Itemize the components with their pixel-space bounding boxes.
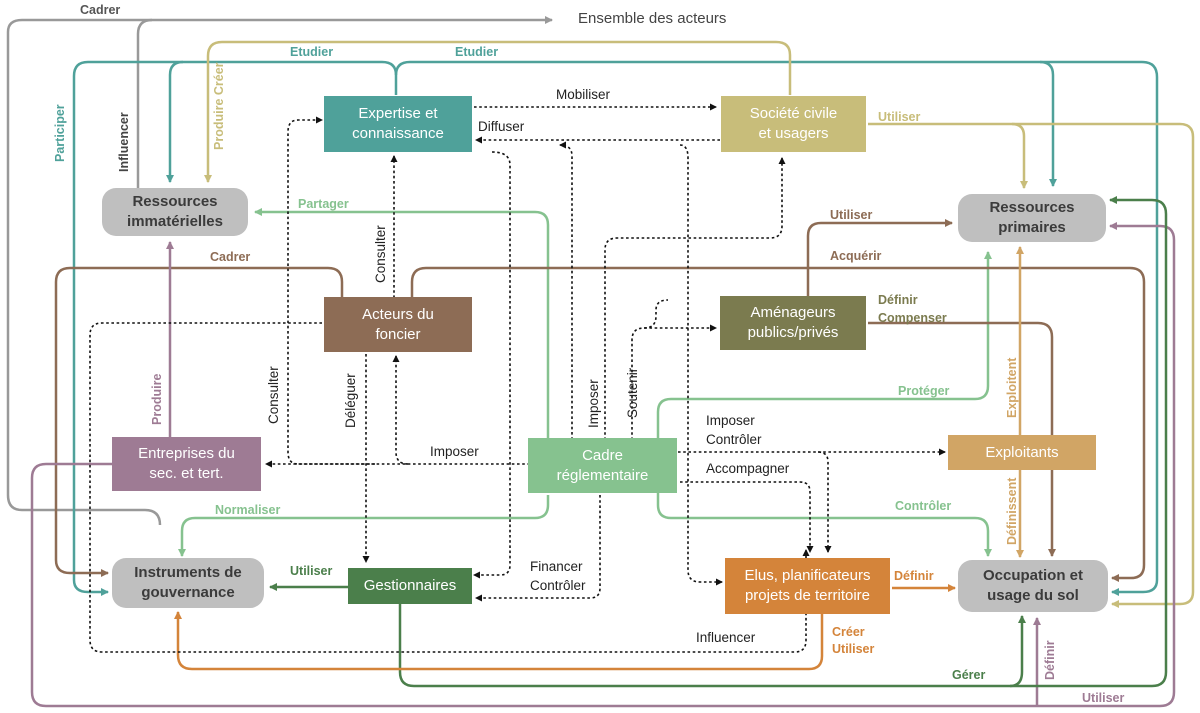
edge-etudier-left bbox=[166, 60, 398, 183]
label-cadrer-mid: Cadrer bbox=[210, 250, 251, 264]
edge-utiliser-societe-right bbox=[1012, 122, 1195, 608]
edge-soutenir bbox=[631, 324, 717, 440]
label-imposer-controler: Imposer Contrôler bbox=[706, 413, 762, 447]
edge-produire-creer bbox=[204, 40, 792, 183]
label-definir-v: Définir bbox=[1043, 640, 1057, 680]
label-consulter-1: Consulter bbox=[373, 225, 388, 283]
edge-imposer-controler bbox=[678, 451, 832, 553]
label-utiliser-top: Utiliser bbox=[878, 110, 921, 124]
edge-consulter-2 bbox=[287, 116, 375, 465]
node-amenageurs[interactable]: Aménageurs publics/privés bbox=[720, 296, 866, 350]
label-utiliser-am: Utiliser bbox=[830, 208, 873, 222]
edge-normaliser bbox=[178, 495, 550, 557]
label-exploitent: Exploitent bbox=[1005, 357, 1019, 418]
edge-teal-right bbox=[1040, 60, 1159, 596]
label-consulter-2: Consulter bbox=[266, 366, 281, 424]
label-accompagner: Accompagner bbox=[706, 461, 790, 476]
node-ressources-primaires[interactable]: Ressources primaires bbox=[958, 194, 1106, 242]
edge-influencer-ressources-imm bbox=[136, 18, 153, 190]
label-proteger: Protéger bbox=[898, 384, 950, 398]
node-exploitants[interactable]: Exploitants bbox=[948, 435, 1096, 470]
label-deleguer: Déléguer bbox=[343, 373, 358, 428]
node-cadre-reglementaire[interactable]: Cadre réglementaire bbox=[528, 438, 677, 493]
edge-participer bbox=[72, 60, 183, 596]
node-entreprises[interactable]: Entreprises du sec. et tert. bbox=[112, 437, 261, 491]
edge-imposer-foncier bbox=[392, 355, 409, 465]
edge-gerer-right bbox=[1010, 196, 1168, 688]
label-utiliser-bottom: Utiliser bbox=[1082, 691, 1125, 705]
edge-soutenir-2 bbox=[643, 299, 669, 329]
edge-utiliser-bottom bbox=[30, 222, 1176, 708]
label-ensemble-acteurs: Ensemble des acteurs bbox=[578, 10, 727, 27]
edge-partager bbox=[254, 208, 550, 445]
label-normaliser: Normaliser bbox=[215, 503, 281, 517]
edge-accompagner bbox=[680, 481, 814, 553]
label-definissent: Définissent bbox=[1005, 477, 1019, 545]
edge-utiliser-societe bbox=[868, 122, 1028, 189]
label-imposer-v: Imposer bbox=[586, 379, 601, 428]
edge-utiliser-am bbox=[806, 219, 953, 296]
label-definir-elus: Définir bbox=[894, 569, 934, 583]
label-diffuser: Diffuser bbox=[478, 119, 525, 134]
label-gerer: Gérer bbox=[952, 668, 986, 682]
label-participer: Participer bbox=[53, 104, 67, 162]
label-produire-v: Produire bbox=[150, 373, 164, 425]
node-occupation-usage[interactable]: Occupation et usage du sol bbox=[958, 560, 1108, 612]
label-influencer-v: Influencer bbox=[117, 112, 131, 172]
label-etudier-1: Etudier bbox=[290, 45, 334, 59]
label-utiliser-gest: Utiliser bbox=[290, 564, 333, 578]
label-definir: Définir bbox=[878, 293, 918, 307]
label-etudier-2: Etudier bbox=[455, 45, 499, 59]
edge-cadre-to-expertise bbox=[559, 141, 573, 445]
edge-imposer-v bbox=[604, 157, 786, 440]
label-soutenir: Soutenir bbox=[625, 367, 640, 418]
edge-dotted-to-elus bbox=[679, 144, 723, 586]
edge-definir-compenser bbox=[868, 321, 1056, 557]
label-produire-creer: Produire Créer bbox=[212, 62, 226, 150]
node-instruments-gouvernance[interactable]: Instruments de gouvernance bbox=[112, 558, 264, 608]
node-societe-civile[interactable]: Société civile et usagers bbox=[721, 96, 866, 152]
label-compenser: Compenser bbox=[878, 311, 947, 325]
label-influencer-h: Influencer bbox=[696, 630, 756, 645]
edge-gerer bbox=[398, 604, 1026, 688]
label-creer-utiliser: Créer Utiliser bbox=[832, 625, 875, 656]
label-financer-controler: Financer Contrôler bbox=[530, 559, 586, 593]
node-elus[interactable]: Elus, planificateurs projets de territoi… bbox=[725, 558, 890, 614]
label-imposer-h: Imposer bbox=[430, 444, 479, 459]
label-cadrer-top: Cadrer bbox=[80, 3, 121, 17]
label-controler: Contrôler bbox=[895, 499, 952, 513]
label-acquerir: Acquérir bbox=[830, 249, 882, 263]
label-mobiliser: Mobiliser bbox=[556, 87, 611, 102]
edge-foncier-left bbox=[89, 322, 810, 653]
edge-financer-controler bbox=[475, 495, 601, 602]
edge-creer-utiliser bbox=[174, 611, 824, 671]
edge-cadrer-ensemble bbox=[6, 16, 553, 526]
node-acteurs-foncier[interactable]: Acteurs du foncier bbox=[324, 297, 472, 352]
edge-diffuser-to-gestionnaires bbox=[473, 151, 511, 579]
label-partager: Partager bbox=[298, 197, 349, 211]
edge-proteger bbox=[656, 251, 992, 440]
node-ressources-immaterielles[interactable]: Ressources immatérielles bbox=[102, 188, 248, 236]
node-gestionnaires[interactable]: Gestionnaires bbox=[348, 568, 472, 604]
node-expertise[interactable]: Expertise et connaissance bbox=[324, 96, 472, 152]
edge-controler bbox=[656, 490, 992, 557]
edge-acquerir bbox=[410, 266, 1146, 582]
edge-cadrer-mid bbox=[54, 266, 344, 577]
